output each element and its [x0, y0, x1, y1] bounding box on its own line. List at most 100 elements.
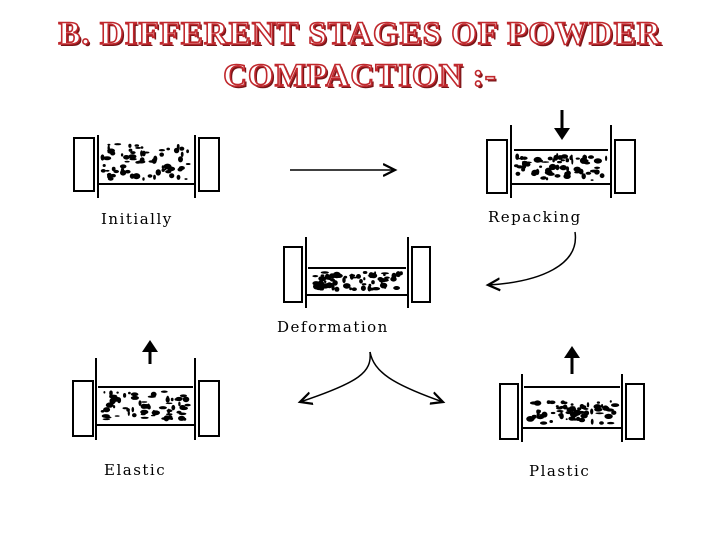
powder-particle — [573, 166, 581, 172]
stage-label-deformation: Deformation — [277, 318, 389, 336]
powder-particle — [371, 287, 381, 291]
powder-particle — [102, 418, 111, 421]
powder-particle — [525, 161, 532, 164]
powder-particle — [515, 171, 521, 176]
die-cavity — [95, 358, 196, 426]
powder-particle — [607, 421, 615, 425]
powder-particle — [335, 273, 343, 278]
powder-particle — [113, 395, 116, 398]
powder-particle — [110, 173, 116, 178]
powder-particle — [558, 413, 564, 417]
powder-particle — [130, 151, 136, 155]
powder-particle — [127, 410, 130, 416]
die-wall-left — [283, 246, 303, 303]
powder-particle — [140, 146, 144, 149]
die-wall-right — [625, 383, 645, 440]
powder-particle — [541, 161, 550, 163]
die-cavity — [305, 237, 409, 296]
powder-particle — [166, 413, 173, 416]
powder-particle — [569, 406, 575, 410]
powder-particle — [159, 152, 164, 157]
powder-particle — [331, 284, 335, 291]
powder-particle — [184, 178, 188, 180]
powder-particle — [570, 403, 574, 406]
powder-particle — [535, 157, 541, 161]
powder-particle — [546, 400, 551, 404]
powder-particles — [100, 390, 191, 422]
die-wall-right — [614, 139, 636, 194]
powder-particle — [356, 274, 361, 279]
powder-particle — [178, 412, 187, 416]
powder-particle — [594, 407, 603, 412]
die-wall-right — [198, 137, 220, 192]
powder-particle — [312, 275, 319, 278]
powder-particle — [173, 147, 180, 154]
arrow-to-deformation — [488, 231, 577, 285]
powder-particle — [549, 163, 557, 171]
powder-particle — [579, 404, 585, 409]
powder-particle — [541, 176, 547, 180]
powder-particle — [596, 401, 601, 404]
powder-particle — [536, 415, 544, 420]
powder-particle — [166, 395, 169, 401]
powder-particle — [609, 400, 612, 403]
powder-particle — [540, 421, 548, 425]
powder-particle — [153, 155, 158, 162]
release-up-arrow — [564, 346, 580, 374]
die-wall-left — [72, 380, 94, 437]
powder-particle — [135, 146, 142, 149]
powder-particle — [368, 283, 372, 287]
powder-particle — [131, 406, 135, 413]
powder-particle — [166, 147, 170, 151]
powder-particles — [514, 153, 608, 181]
powder-particle — [583, 407, 589, 410]
powder-particle — [171, 404, 176, 411]
stage-initially: Initially — [73, 135, 220, 228]
powder-particle — [318, 276, 327, 282]
powder-particle — [111, 166, 116, 172]
powder-particle — [602, 405, 609, 411]
die-wall-left — [486, 139, 508, 194]
stage-deformation: Deformation — [277, 237, 431, 336]
powder-particle — [390, 276, 397, 282]
powder-particle — [611, 410, 617, 415]
powder-particle — [363, 277, 366, 281]
powder-particle — [367, 285, 372, 292]
powder-particle — [586, 402, 590, 408]
arrow-to-plastic — [369, 351, 443, 402]
powder-particle — [185, 163, 191, 165]
powder-particle — [179, 405, 186, 410]
powder-particle — [153, 174, 156, 180]
powder-particle — [550, 411, 556, 415]
powder-particle — [139, 157, 145, 163]
powder-particle — [135, 161, 141, 164]
powder-particle — [312, 281, 320, 286]
powder-particle — [102, 164, 106, 167]
powder-particle — [177, 167, 183, 172]
powder-particle — [175, 396, 183, 402]
powder-particle — [170, 397, 174, 402]
powder-particle — [130, 392, 139, 397]
powder-particle — [134, 144, 140, 147]
powder-particle — [559, 166, 562, 170]
release-up-arrow — [142, 340, 158, 364]
die-wall-left — [499, 383, 519, 440]
powder-particle — [541, 411, 548, 418]
powder-particle — [560, 159, 565, 162]
powder-particle — [590, 418, 594, 425]
powder-particle — [140, 409, 149, 415]
powder-particle — [140, 416, 149, 419]
powder-particle — [327, 276, 332, 281]
powder-particle — [539, 165, 543, 168]
powder-particle — [114, 415, 120, 417]
powder-particle — [599, 173, 605, 179]
powder-particle — [176, 144, 180, 149]
powder-particle — [575, 157, 580, 160]
powder-particle — [552, 158, 555, 163]
powder-particle — [151, 410, 160, 416]
powder-particle — [371, 280, 375, 285]
powder-particle — [342, 277, 346, 284]
powder-particle — [167, 166, 176, 172]
die-cavity — [510, 125, 612, 185]
